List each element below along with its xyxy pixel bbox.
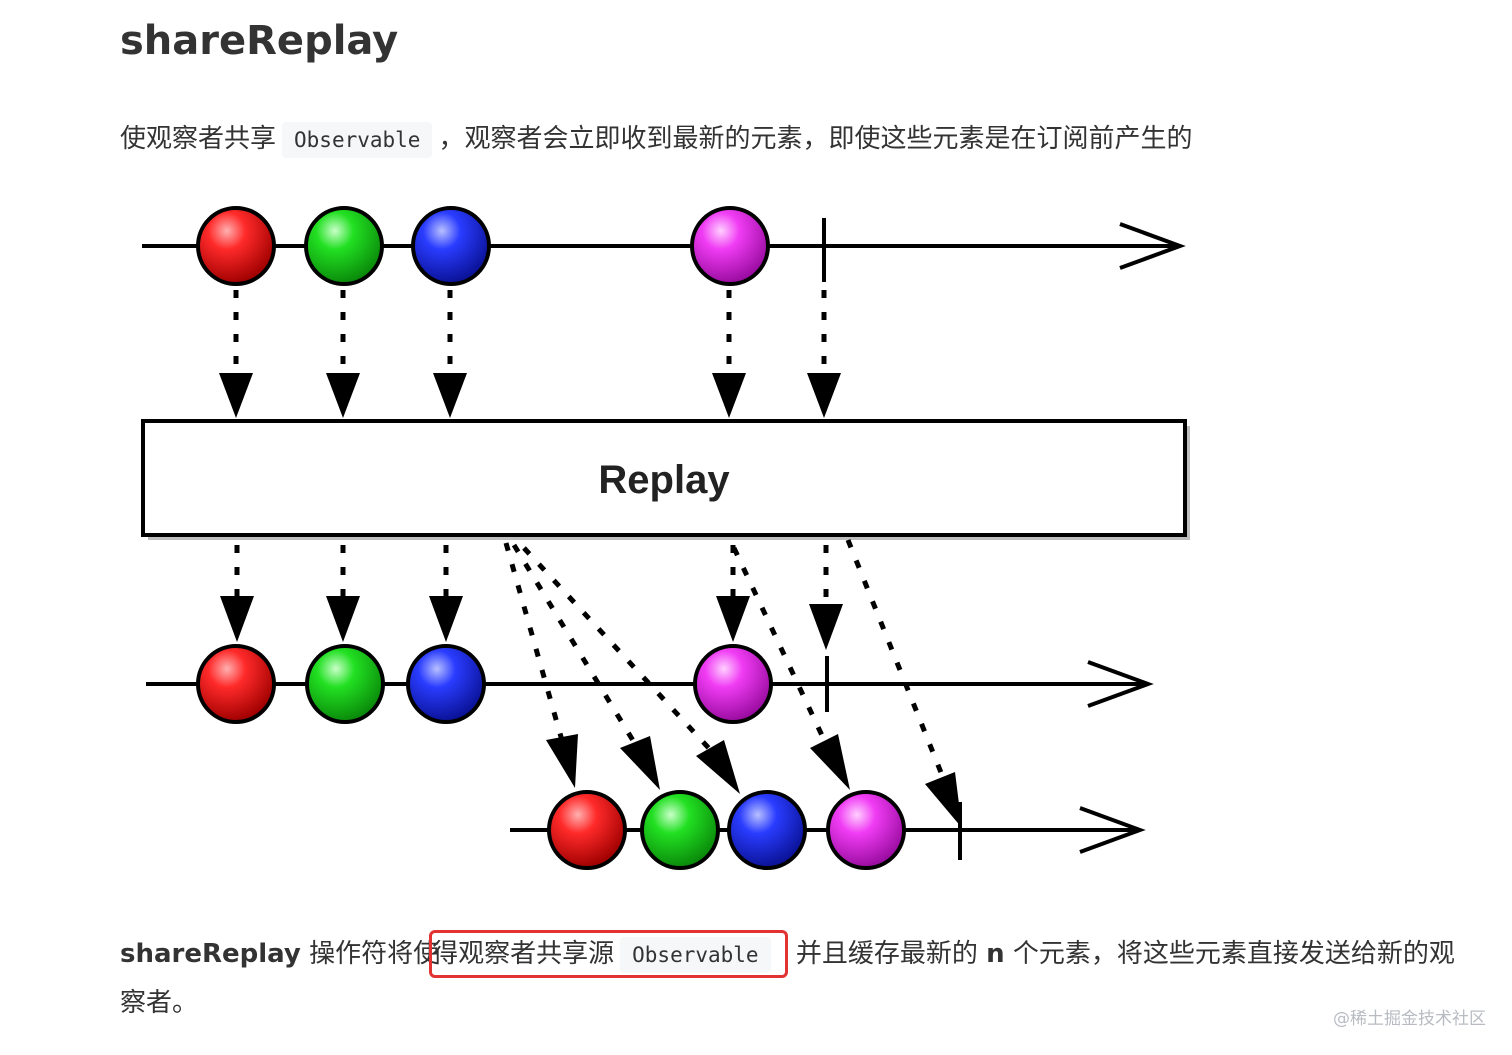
page-title: shareReplay [120, 18, 399, 64]
description-text-2: 并且缓存最新的 [787, 939, 987, 969]
watermark: @稀土掘金技术社区 [1333, 1009, 1486, 1029]
source-marble-magenta [690, 206, 770, 286]
description-bold-term: shareReplay [120, 939, 301, 969]
subscriber-2-marble-blue [727, 790, 807, 870]
description-text-3: 个元素，将这些元素直接发送给新的观察者。 [120, 939, 1455, 1018]
intro-text-after: ，观察者会立即收到最新的元素，即使这些元素是在订阅前产生的 [438, 124, 1193, 154]
source-marble-blue [411, 206, 491, 286]
source-timeline [142, 206, 1186, 286]
output-arrows-subscriber-1 [234, 545, 829, 612]
description-highlighted-text: 得观察者共享源 [432, 939, 615, 969]
output-arrowheads-subscriber-2 [546, 734, 962, 828]
description-code-observable: Observable [620, 937, 771, 973]
description-bold-n: n [986, 939, 1005, 969]
description-text-1: 操作符将使 [300, 939, 440, 969]
output-arrows-subscriber-2 [503, 539, 947, 781]
subscriber-1-marble-magenta [693, 644, 773, 724]
input-arrows [233, 290, 827, 380]
subscriber-1-timeline [146, 644, 1154, 724]
intro-text-before: 使观察者共享 [120, 124, 277, 154]
output-arrowheads-subscriber-1 [220, 596, 843, 650]
subscriber-2-marble-magenta [826, 790, 906, 870]
replay-operator-label: Replay [598, 458, 730, 502]
subscriber-2-marble-green [640, 790, 720, 870]
subscriber-1-marble-green [305, 644, 385, 724]
intro-code-observable: Observable [282, 122, 433, 158]
replay-operator-box: Replay [141, 419, 1190, 540]
subscriber-1-marble-red [196, 644, 276, 724]
subscriber-2-marble-red [547, 790, 627, 870]
subscriber-1-marble-blue [406, 644, 486, 724]
source-marble-red [196, 206, 276, 286]
input-arrowheads [219, 373, 841, 418]
subscriber-2-timeline [510, 790, 1146, 870]
source-marble-green [304, 206, 384, 286]
